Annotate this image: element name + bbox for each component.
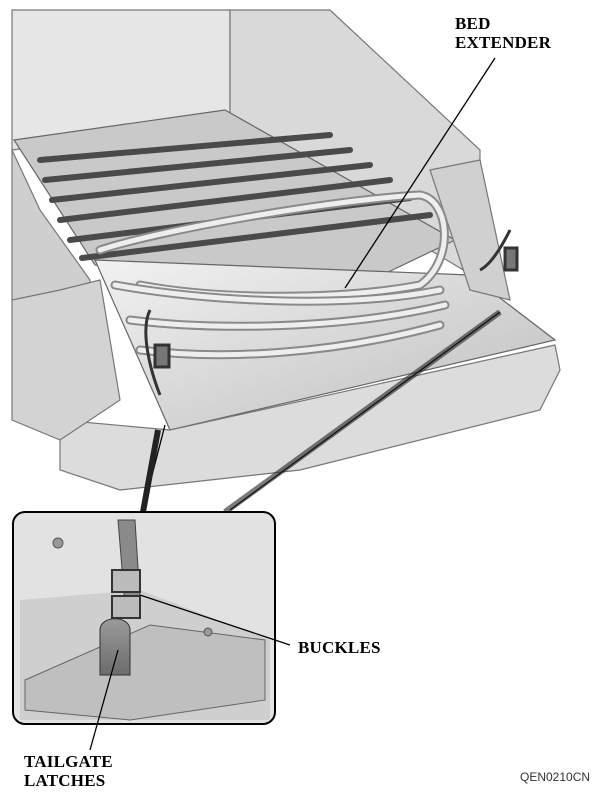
figure-code: QEN0210CN [520, 770, 591, 784]
tailgate-latches-label: TAILGATE LATCHES [24, 752, 113, 790]
tailgate-latches-label-line2: LATCHES [24, 771, 106, 790]
right-post [429, 159, 511, 301]
detail-inset [12, 511, 291, 751]
truck-bed [11, 9, 561, 491]
tailgate-latches-label-line1: TAILGATE [24, 752, 113, 771]
bed-extender-label-line1: BED [455, 14, 491, 33]
leader-lines [140, 57, 502, 515]
straps [144, 229, 519, 396]
bed-extender-label: BED EXTENDER [455, 14, 551, 52]
tailgate-latch [99, 618, 131, 676]
buckle-lower [111, 595, 141, 619]
bed-extender [95, 190, 450, 360]
rear-bumper [59, 344, 561, 491]
bed-extender-label-line2: EXTENDER [455, 33, 552, 52]
left-tail-panel [11, 279, 121, 441]
buckles-label: BUCKLES [298, 638, 381, 657]
buckle-upper [111, 569, 141, 593]
